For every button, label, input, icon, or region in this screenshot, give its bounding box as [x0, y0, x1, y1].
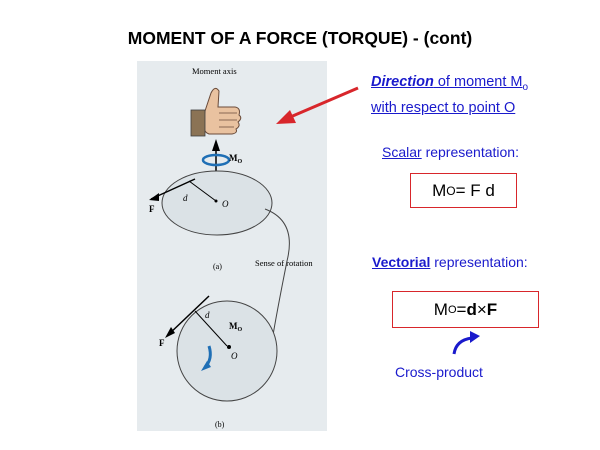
- svg-text:(a): (a): [213, 262, 222, 271]
- curved-arrow-icon: [452, 331, 480, 355]
- svg-text:d: d: [183, 193, 188, 203]
- vectorial-label: Vectorial representation:: [372, 254, 528, 270]
- svg-text:d: d: [205, 310, 210, 320]
- svg-text:MO: MO: [229, 321, 243, 333]
- svg-text:O: O: [222, 199, 229, 209]
- slide-title: MOMENT OF A FORCE (TORQUE) - (cont): [127, 28, 473, 48]
- svg-text:Sense of rotation: Sense of rotation: [255, 258, 313, 268]
- force-arrow-b: [166, 295, 210, 337]
- pointer-arrow: [276, 86, 359, 124]
- svg-text:F: F: [159, 338, 165, 348]
- moment-axis-label: Moment axis: [192, 66, 237, 76]
- svg-text:(b): (b): [215, 420, 225, 429]
- hand-icon: [190, 87, 242, 137]
- scalar-label: Scalar representation:: [382, 144, 519, 160]
- cross-product-label: Cross-product: [395, 364, 483, 380]
- rotation-loop-icon: [201, 153, 231, 167]
- svg-text:MO: MO: [229, 153, 243, 165]
- svg-text:F: F: [149, 204, 155, 214]
- direction-text: Direction of moment Mo with respect to p…: [371, 74, 529, 116]
- svg-text:O: O: [231, 351, 238, 361]
